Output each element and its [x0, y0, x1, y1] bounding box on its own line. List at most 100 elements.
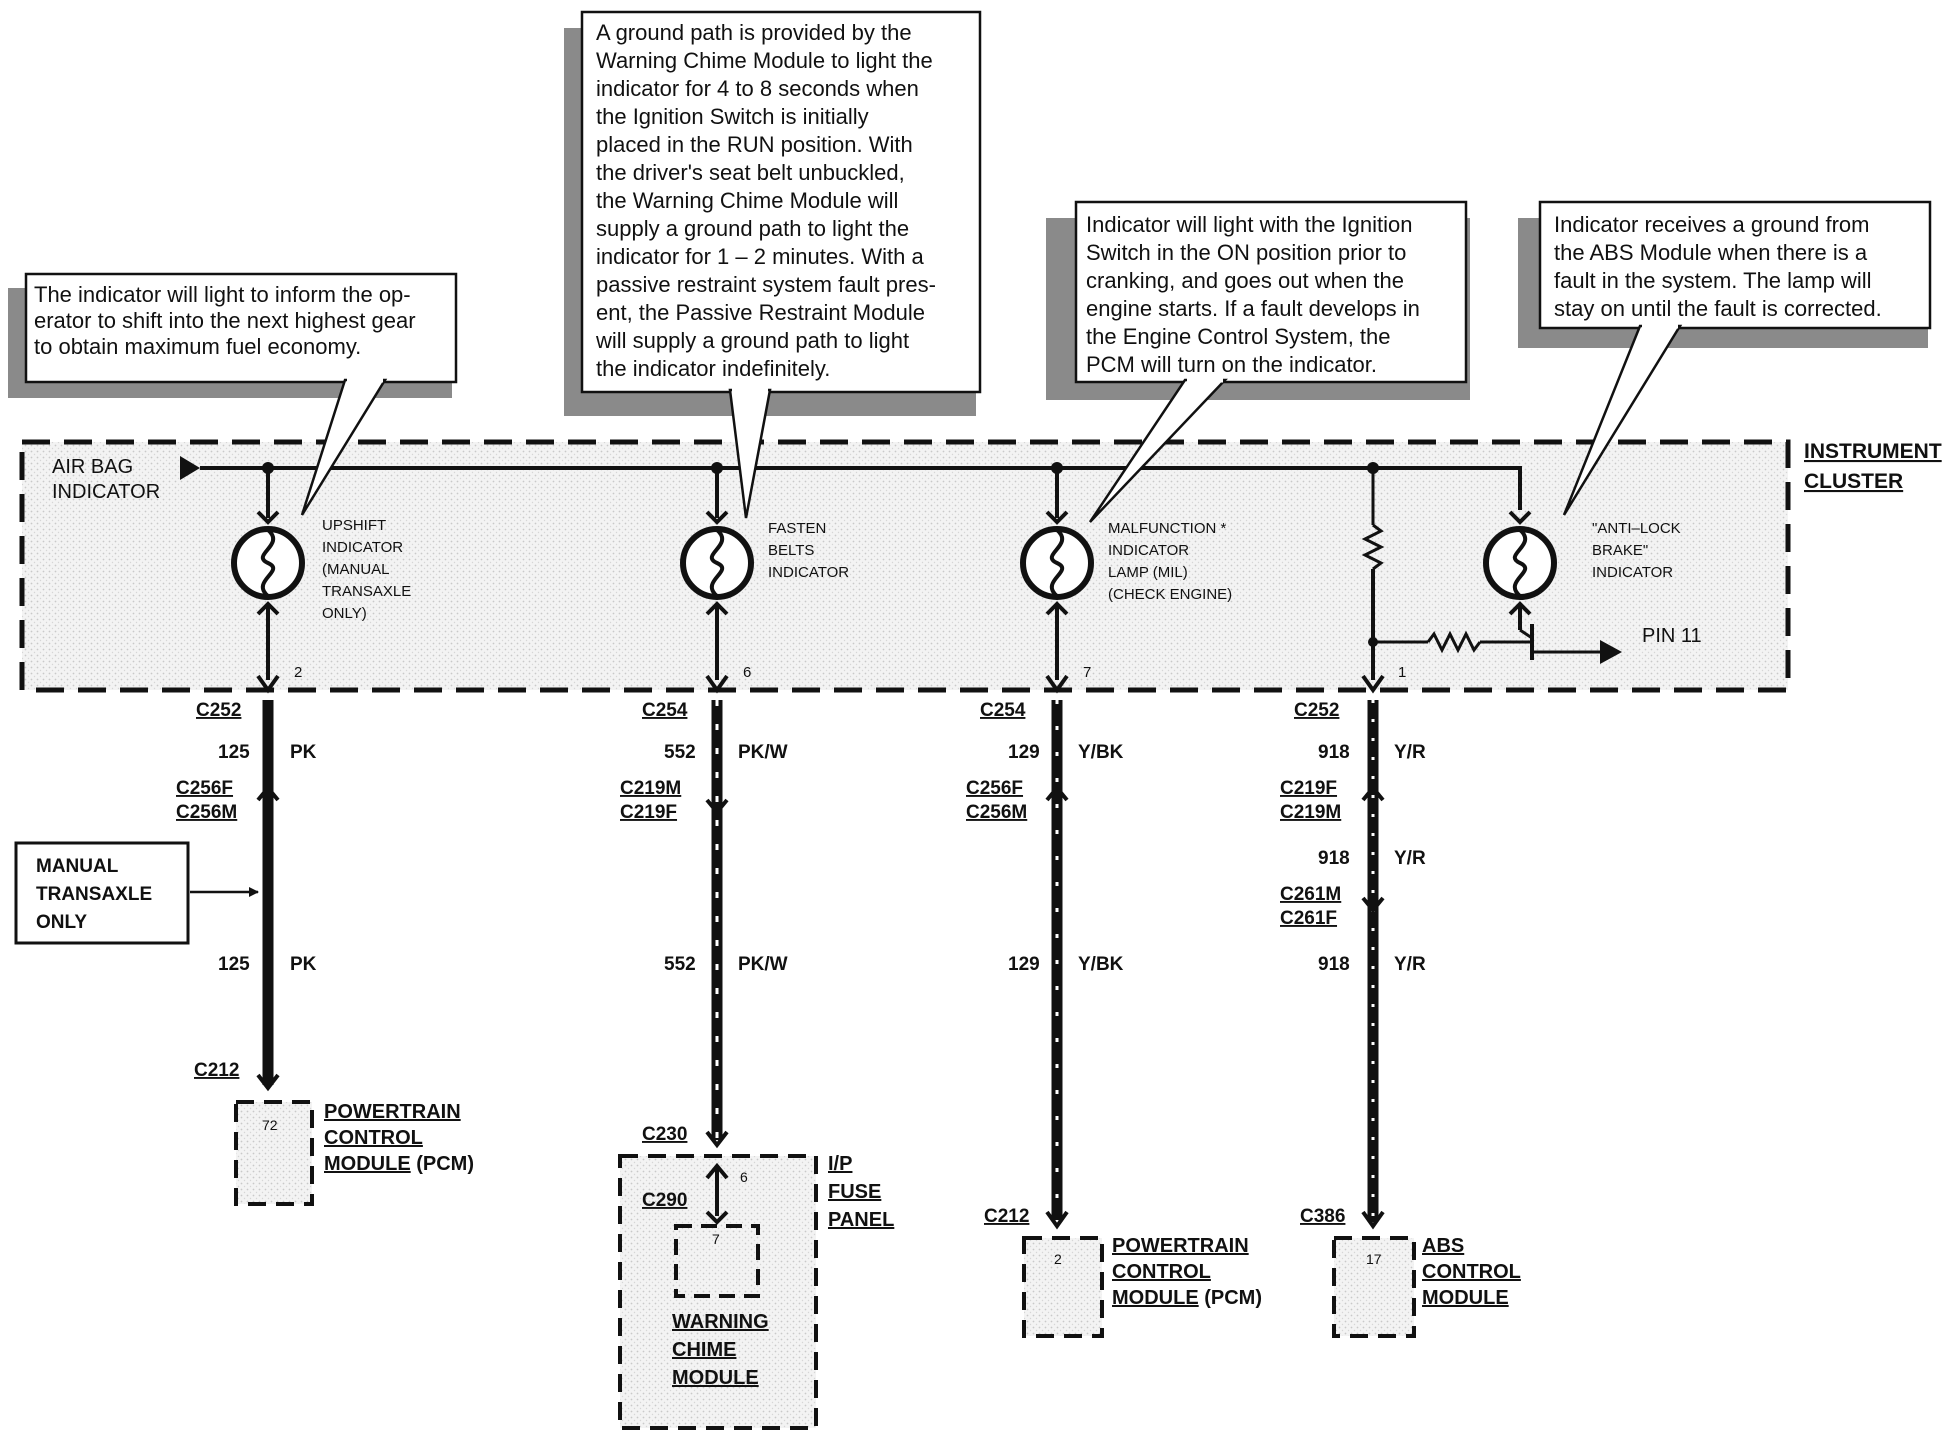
air-bag-label-2: INDICATOR	[52, 481, 160, 503]
module-suffix: (PCM)	[1199, 1287, 1262, 1309]
pin-11-label: PIN 11	[1642, 625, 1702, 647]
module-name-3: MODULE	[324, 1153, 411, 1175]
module-name-1: POWERTRAIN	[1112, 1235, 1249, 1257]
note-chime-line-12: will supply a ground path to light	[595, 328, 909, 353]
circuit-125: C252 125 PK C256F C256M 125 PK C212	[176, 674, 317, 1092]
connector-label: C252	[196, 700, 241, 721]
connector-label: C261F	[1280, 908, 1337, 929]
indicator-label-abs-2: BRAKE"	[1592, 542, 1648, 559]
circuit-number: 125	[218, 954, 250, 975]
circuit-552: C254 552 PK/W C219M C219F 552 PK/W C230	[620, 674, 788, 1149]
pin-number: 72	[262, 1117, 278, 1133]
connector-label: C219M	[1280, 802, 1341, 823]
module-name-3: MODULE	[1112, 1287, 1199, 1309]
module-name-1: ABS	[1422, 1235, 1464, 1257]
manual-box-line-2: TRANSAXLE	[36, 884, 152, 905]
circuit-number: 918	[1318, 742, 1350, 763]
indicator-label-mil-1: MALFUNCTION *	[1108, 520, 1227, 537]
module-name-1: POWERTRAIN	[324, 1101, 461, 1123]
connector-label: C256F	[176, 778, 233, 799]
wire-color: PK	[290, 742, 317, 763]
note-chime-line-2: Warning Chime Module to light the	[596, 48, 933, 73]
pin-number: 7	[1083, 664, 1091, 681]
pin-number: 2	[294, 664, 302, 681]
wire-color: PK	[290, 954, 317, 975]
circuit-number: 918	[1318, 954, 1350, 975]
module-name-1: WARNING	[672, 1311, 769, 1333]
module-name-2: CONTROL	[324, 1127, 423, 1149]
circuit-number: 129	[1008, 954, 1040, 975]
circuit-number: 552	[664, 742, 696, 763]
circuit-number: 129	[1008, 742, 1040, 763]
module-name-2: CONTROL	[1112, 1261, 1211, 1283]
note-abs-line-2: the ABS Module when there is a	[1554, 240, 1868, 265]
module-suffix: (PCM)	[411, 1153, 474, 1175]
connector-label: C256M	[966, 802, 1027, 823]
indicator-label-upshift-4: TRANSAXLE	[322, 583, 411, 600]
module-name-2: CHIME	[672, 1339, 736, 1361]
pin-arrow-icon	[1600, 640, 1622, 664]
circuit-number: 552	[664, 954, 696, 975]
module-name-2: CONTROL	[1422, 1261, 1521, 1283]
note-mil-line-5: the Engine Control System, the	[1086, 324, 1391, 349]
connector-label: C256M	[176, 802, 237, 823]
lamp-fasten-belts: FASTEN BELTS INDICATOR 6	[680, 468, 849, 681]
note-chime-line-1: A ground path is provided by the	[596, 20, 912, 45]
lamp-anti-lock: "ANTI–LOCK BRAKE" INDICATOR PIN 11 1	[1361, 468, 1702, 681]
manual-box-line-3: ONLY	[36, 912, 87, 933]
module-name-1: I/P	[828, 1153, 852, 1175]
pin-number: 1	[1398, 664, 1406, 681]
module-name-2: FUSE	[828, 1181, 881, 1203]
module-abs: 17 ABS CONTROL MODULE	[1332, 1235, 1521, 1338]
indicator-label-upshift-3: (MANUAL	[322, 561, 390, 578]
lamp-upshift: UPSHIFT INDICATOR (MANUAL TRANSAXLE ONLY…	[231, 468, 411, 681]
indicator-label-belts-1: FASTEN	[768, 520, 826, 537]
cluster-title-1: INSTRUMENT	[1804, 440, 1942, 463]
wire-color: Y/R	[1394, 742, 1426, 763]
note-chime-line-9: indicator for 1 – 2 minutes. With a	[596, 244, 924, 269]
connector-label: C212	[194, 1060, 239, 1081]
connector-label: C252	[1294, 700, 1339, 721]
indicator-label-upshift-1: UPSHIFT	[322, 517, 386, 534]
wire-color: Y/R	[1394, 848, 1426, 869]
note-abs-line-4: stay on until the fault is corrected.	[1554, 296, 1882, 321]
circuit-number: 918	[1318, 848, 1350, 869]
circuit-129: C254 129 Y/BK C256F C256M 129 Y/BK C212	[966, 674, 1124, 1230]
note-chime-line-8: supply a ground path to light the	[596, 216, 909, 241]
air-bag-arrow-icon	[180, 456, 200, 480]
connector-label: C254	[642, 700, 688, 721]
indicator-label-upshift-5: ONLY)	[322, 605, 367, 622]
pin-number: 17	[1366, 1251, 1382, 1267]
note-mil-line-6: PCM will turn on the indicator.	[1086, 352, 1377, 377]
resistor-icon	[1426, 630, 1482, 654]
connector-label: C261M	[1280, 884, 1341, 905]
module-pcm-2: 2 POWERTRAIN CONTROL MODULE (PCM)	[1022, 1235, 1262, 1338]
indicator-bus	[200, 466, 1522, 510]
note-chime-line-10: passive restraint system fault pres-	[596, 272, 936, 297]
note-upshift-line-3: to obtain maximum fuel economy.	[34, 334, 361, 359]
pin-number: 6	[743, 664, 751, 681]
indicator-label-abs-1: "ANTI–LOCK	[1592, 520, 1681, 537]
connector-label: C386	[1300, 1206, 1345, 1227]
connector-label: C230	[642, 1124, 687, 1145]
note-abs-line-3: fault in the system. The lamp will	[1554, 268, 1872, 293]
connector-label: C219F	[1280, 778, 1337, 799]
indicator-label-abs-3: INDICATOR	[1592, 564, 1673, 581]
indicator-label-mil-4: (CHECK ENGINE)	[1108, 586, 1232, 603]
pin-number: 6	[740, 1169, 748, 1185]
manual-box-line-1: MANUAL	[36, 856, 119, 877]
air-bag-label-1: AIR BAG	[52, 456, 133, 478]
note-mil-line-2: Switch in the ON position prior to	[1086, 240, 1406, 265]
module-name-3-line: MODULE (PCM)	[324, 1153, 474, 1175]
wire-color: PK/W	[738, 954, 788, 975]
note-abs-line-1: Indicator receives a ground from	[1554, 212, 1870, 237]
note-upshift-line-2: erator to shift into the next highest ge…	[34, 308, 416, 333]
note-mil-line-3: cranking, and goes out when the	[1086, 268, 1404, 293]
connector-label: C256F	[966, 778, 1023, 799]
connector-label: C254	[980, 700, 1026, 721]
module-name-3-line: MODULE (PCM)	[1112, 1287, 1262, 1309]
indicator-label-belts-2: BELTS	[768, 542, 814, 559]
module-name-3: PANEL	[828, 1209, 894, 1231]
manual-transaxle-note: MANUAL TRANSAXLE ONLY	[14, 841, 259, 945]
